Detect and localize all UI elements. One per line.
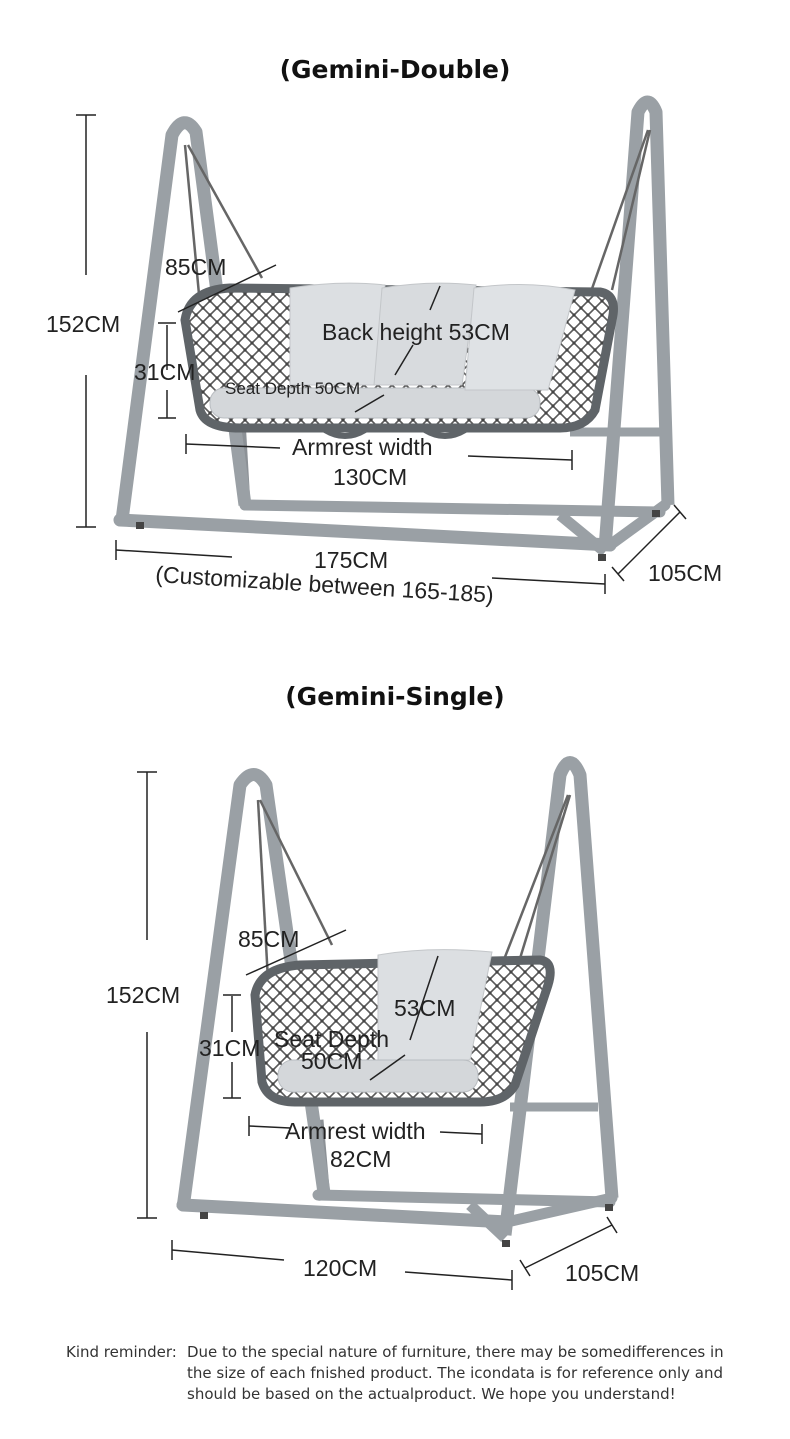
kind-reminder: Kind reminder: Due to the special nature … [66,1342,766,1405]
double-title: (Gemini-Double) [279,55,511,84]
single-length-dim: 120CM [303,1255,377,1281]
double-swing-diagram: 152CM 85CM 31CM Back height 53CM Seat De… [46,95,722,608]
double-frame [113,95,675,561]
double-seat [180,282,618,439]
double-back-height-dim: Back height 53CM [322,319,510,345]
double-armrest-label: Armrest width [292,434,433,460]
single-chains [256,794,572,981]
double-chains [183,129,652,306]
double-depth-dim: 105CM [648,560,722,586]
double-armrest-value: 130CM [333,464,407,490]
single-dimension-lines [137,771,618,1290]
double-seat-height-dim: 31CM [134,359,195,385]
single-height-dim: 152CM [106,982,180,1008]
single-seat-height-dim: 31CM [199,1035,260,1061]
double-height-dim: 152CM [46,311,120,337]
double-hanger-dim: 85CM [165,254,226,280]
single-hanger-dim: 85CM [238,926,299,952]
double-length-dim: 175CM [314,547,388,573]
double-dimension-lines [76,114,687,594]
single-seat-depth-label: Seat Depth [274,1026,389,1052]
single-seat [250,949,555,1107]
single-seat-depth-value: 50CM [301,1048,362,1074]
single-armrest-label: Armrest width [285,1118,426,1144]
single-depth-dim: 105CM [565,1260,639,1286]
reminder-lead: Kind reminder: [66,1343,177,1361]
double-seat-depth-dim: Seat Depth 50CM [225,379,360,398]
single-title: (Gemini-Single) [285,682,505,711]
reminder-text: Due to the special nature of furniture, … [187,1343,724,1403]
single-frame [176,756,619,1247]
single-swing-diagram: 152CM 85CM 31CM 53CM Seat Depth 50CM Arm… [106,756,639,1290]
single-armrest-value: 82CM [330,1146,391,1172]
single-back-height-dim: 53CM [394,995,455,1021]
